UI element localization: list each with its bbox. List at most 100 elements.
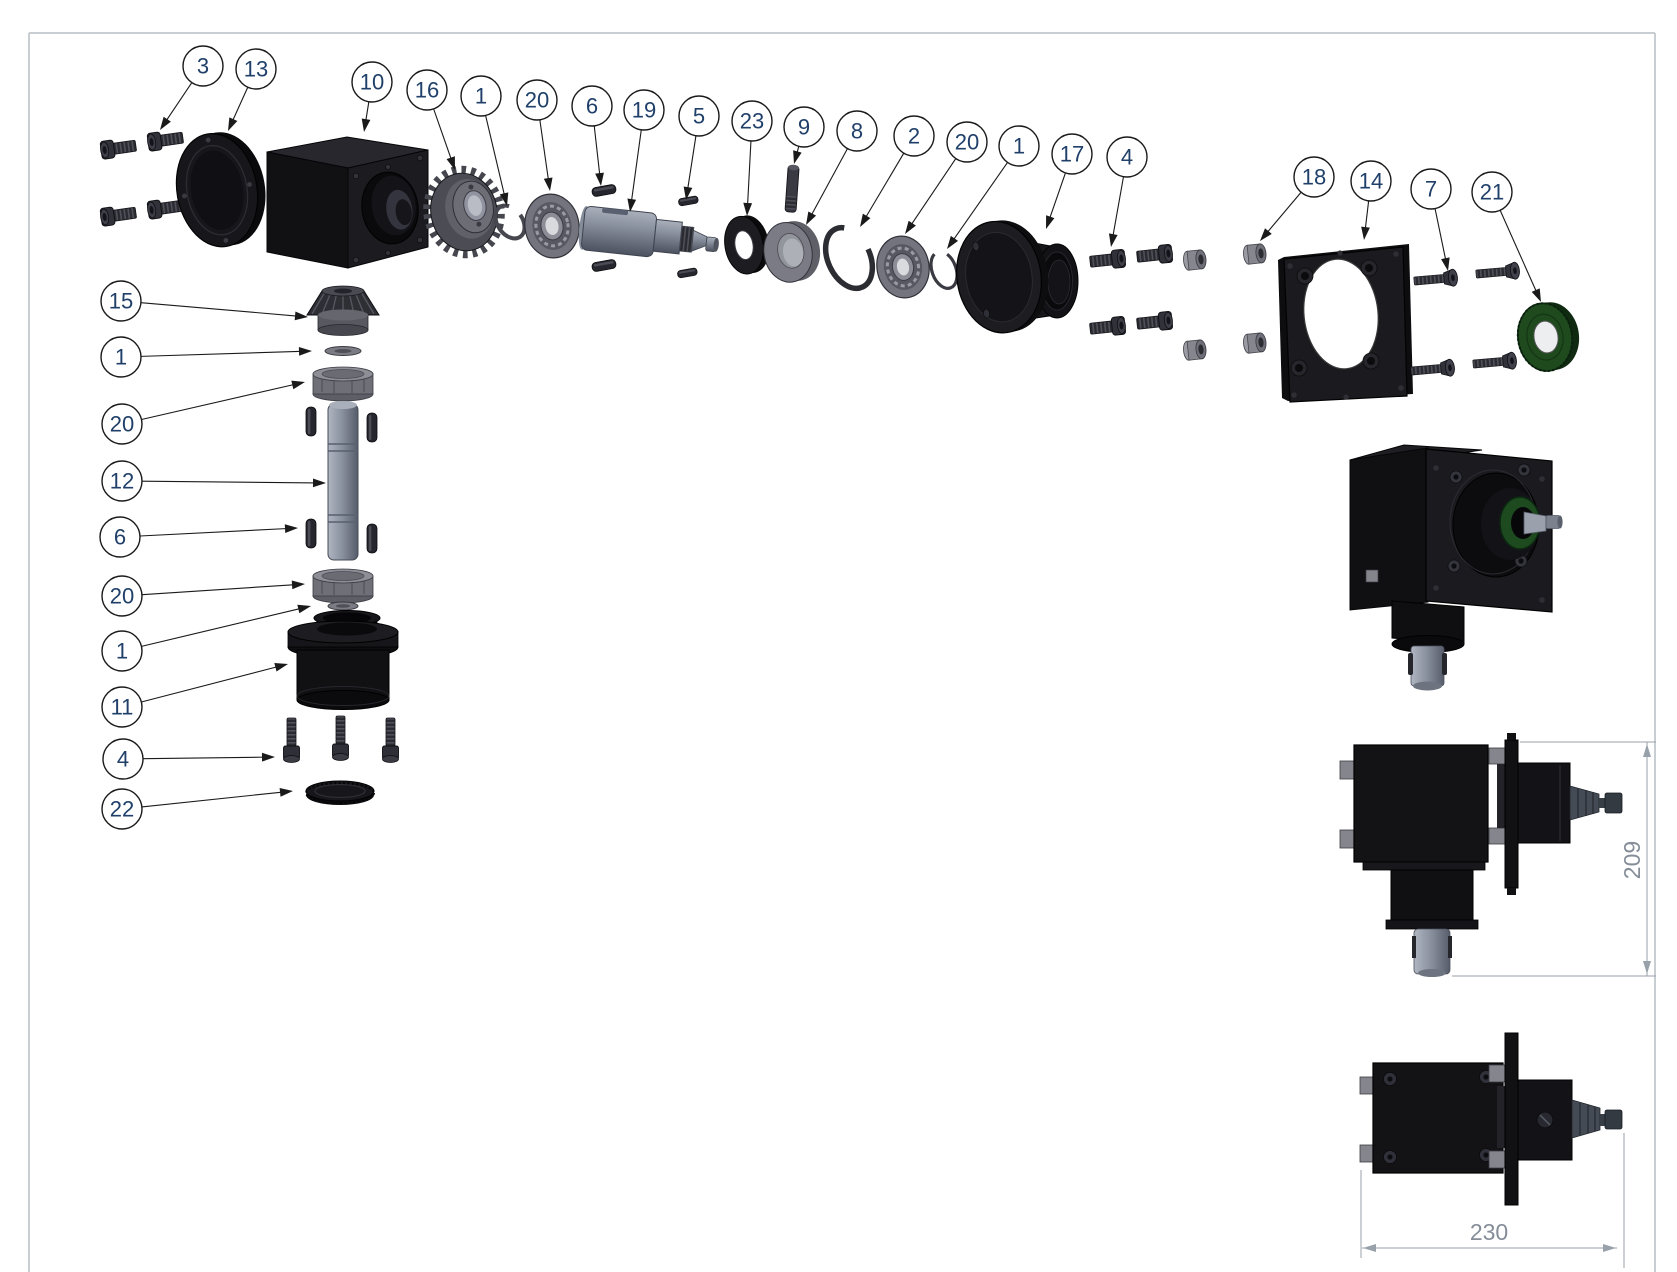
balloon-1-callout: 1 (100, 336, 312, 378)
leader-line (231, 87, 249, 123)
leader-line (365, 101, 370, 123)
adapter-plate (1278, 244, 1413, 403)
balloon-number: 1 (115, 344, 127, 369)
dimension-230: 230 (1360, 1133, 1625, 1268)
leader-line (141, 607, 302, 647)
leader-arrowhead (683, 186, 693, 200)
balloon-23-callout: 23 (731, 100, 773, 216)
balloon-number: 14 (1359, 168, 1383, 193)
leader-arrowhead (291, 580, 305, 590)
balloon-circle (406, 69, 448, 111)
balloon-18-callout: 18 (1260, 156, 1335, 241)
balloon-number: 17 (1060, 141, 1084, 166)
cover-screws (98, 128, 185, 227)
snap-ring (822, 224, 876, 292)
dowel-pin (784, 164, 800, 213)
balloon-number: 22 (110, 796, 134, 821)
leader-arrowhead (312, 478, 326, 488)
balloon-5-callout: 5 (678, 95, 720, 200)
leader-line (910, 158, 957, 227)
leader-arrowhead (1441, 257, 1450, 271)
balloon-number: 4 (117, 746, 129, 771)
balloon-circle (100, 280, 142, 322)
sprocket (423, 165, 505, 259)
leader-arrowhead (284, 524, 298, 534)
balloon-13-callout: 13 (228, 48, 277, 131)
dimension-209: 209 (1452, 741, 1656, 977)
balloon-number: 9 (798, 114, 810, 139)
leader-line (593, 125, 601, 177)
sheet-frame (28, 32, 1656, 1272)
leader-arrowhead (947, 235, 959, 249)
drive-shaft (578, 206, 719, 258)
balloon-2-callout: 2 (860, 115, 935, 227)
balloon-number: 2 (908, 123, 920, 148)
leader-arrowhead (905, 220, 916, 234)
balloon-number: 8 (851, 118, 863, 143)
balloon-number: 7 (1425, 176, 1437, 201)
balloon-number: 19 (632, 97, 656, 122)
balloon-number: 1 (475, 83, 487, 108)
balloon-12-callout: 12 (101, 460, 326, 502)
balloon-19-callout: 19 (623, 89, 665, 212)
balloon-6-callout: 6 (99, 516, 298, 558)
balloon-4-callout: 4 (1106, 136, 1148, 247)
leader-line (433, 108, 453, 161)
leader-line (1048, 172, 1066, 220)
leader-arrowhead (627, 198, 637, 212)
shim-washer (327, 601, 359, 611)
leader-line (485, 115, 506, 197)
balloon-11-callout: 11 (101, 663, 288, 728)
leader-arrowhead (160, 116, 171, 130)
dimension-209-text: 209 (1619, 841, 1645, 879)
balloon-3-callout: 3 (160, 45, 224, 130)
leader-line (165, 82, 193, 123)
balloon-15-callout: 15 (100, 280, 308, 322)
leader-arrowhead (361, 118, 371, 132)
leader-line (539, 119, 550, 182)
leader-arrowhead (297, 604, 311, 614)
countersunk-screws (1409, 261, 1521, 381)
leader-line (1364, 200, 1370, 231)
balloon-circle (946, 121, 988, 163)
leader-line (141, 383, 296, 421)
needle-bearing (312, 568, 374, 604)
balloon-8-callout: 8 (806, 110, 878, 225)
leader-arrowhead (860, 213, 871, 227)
balloon-number: 13 (244, 56, 268, 81)
leader-line (141, 791, 284, 808)
balloon-number: 1 (116, 638, 128, 663)
needle-bearing (312, 366, 374, 402)
leader-arrowhead (294, 311, 308, 321)
leader-line (686, 135, 697, 191)
balloon-circle (460, 75, 502, 117)
balloon-circle (99, 516, 141, 558)
leader-line (140, 350, 303, 357)
balloon-circle (893, 115, 935, 157)
round-cover-plate (175, 132, 266, 248)
balloon-circle (1051, 133, 1093, 175)
balloon-circle (1350, 160, 1392, 202)
spacers-18 (1242, 242, 1268, 355)
shaft-seal (1516, 302, 1580, 373)
balloon-1-callout: 1 (947, 125, 1040, 249)
leader-arrowhead (793, 150, 802, 164)
balloon-20-callout: 20 (516, 79, 558, 191)
balloon-number: 18 (1302, 164, 1326, 189)
leader-line (1266, 191, 1302, 234)
leader-arrowhead (298, 347, 312, 356)
balloon-16-callout: 16 (406, 69, 455, 170)
leader-line (141, 665, 279, 703)
assembled-view-top (1359, 1032, 1623, 1206)
balloon-circle (182, 45, 224, 87)
leader-arrowhead (279, 787, 293, 797)
balloon-circle (1410, 168, 1452, 210)
balloon-circle (731, 100, 773, 142)
balloon-circle (101, 788, 143, 830)
leader-line (142, 756, 266, 760)
balloon-number: 4 (1121, 144, 1133, 169)
balloon-number: 5 (693, 103, 705, 128)
